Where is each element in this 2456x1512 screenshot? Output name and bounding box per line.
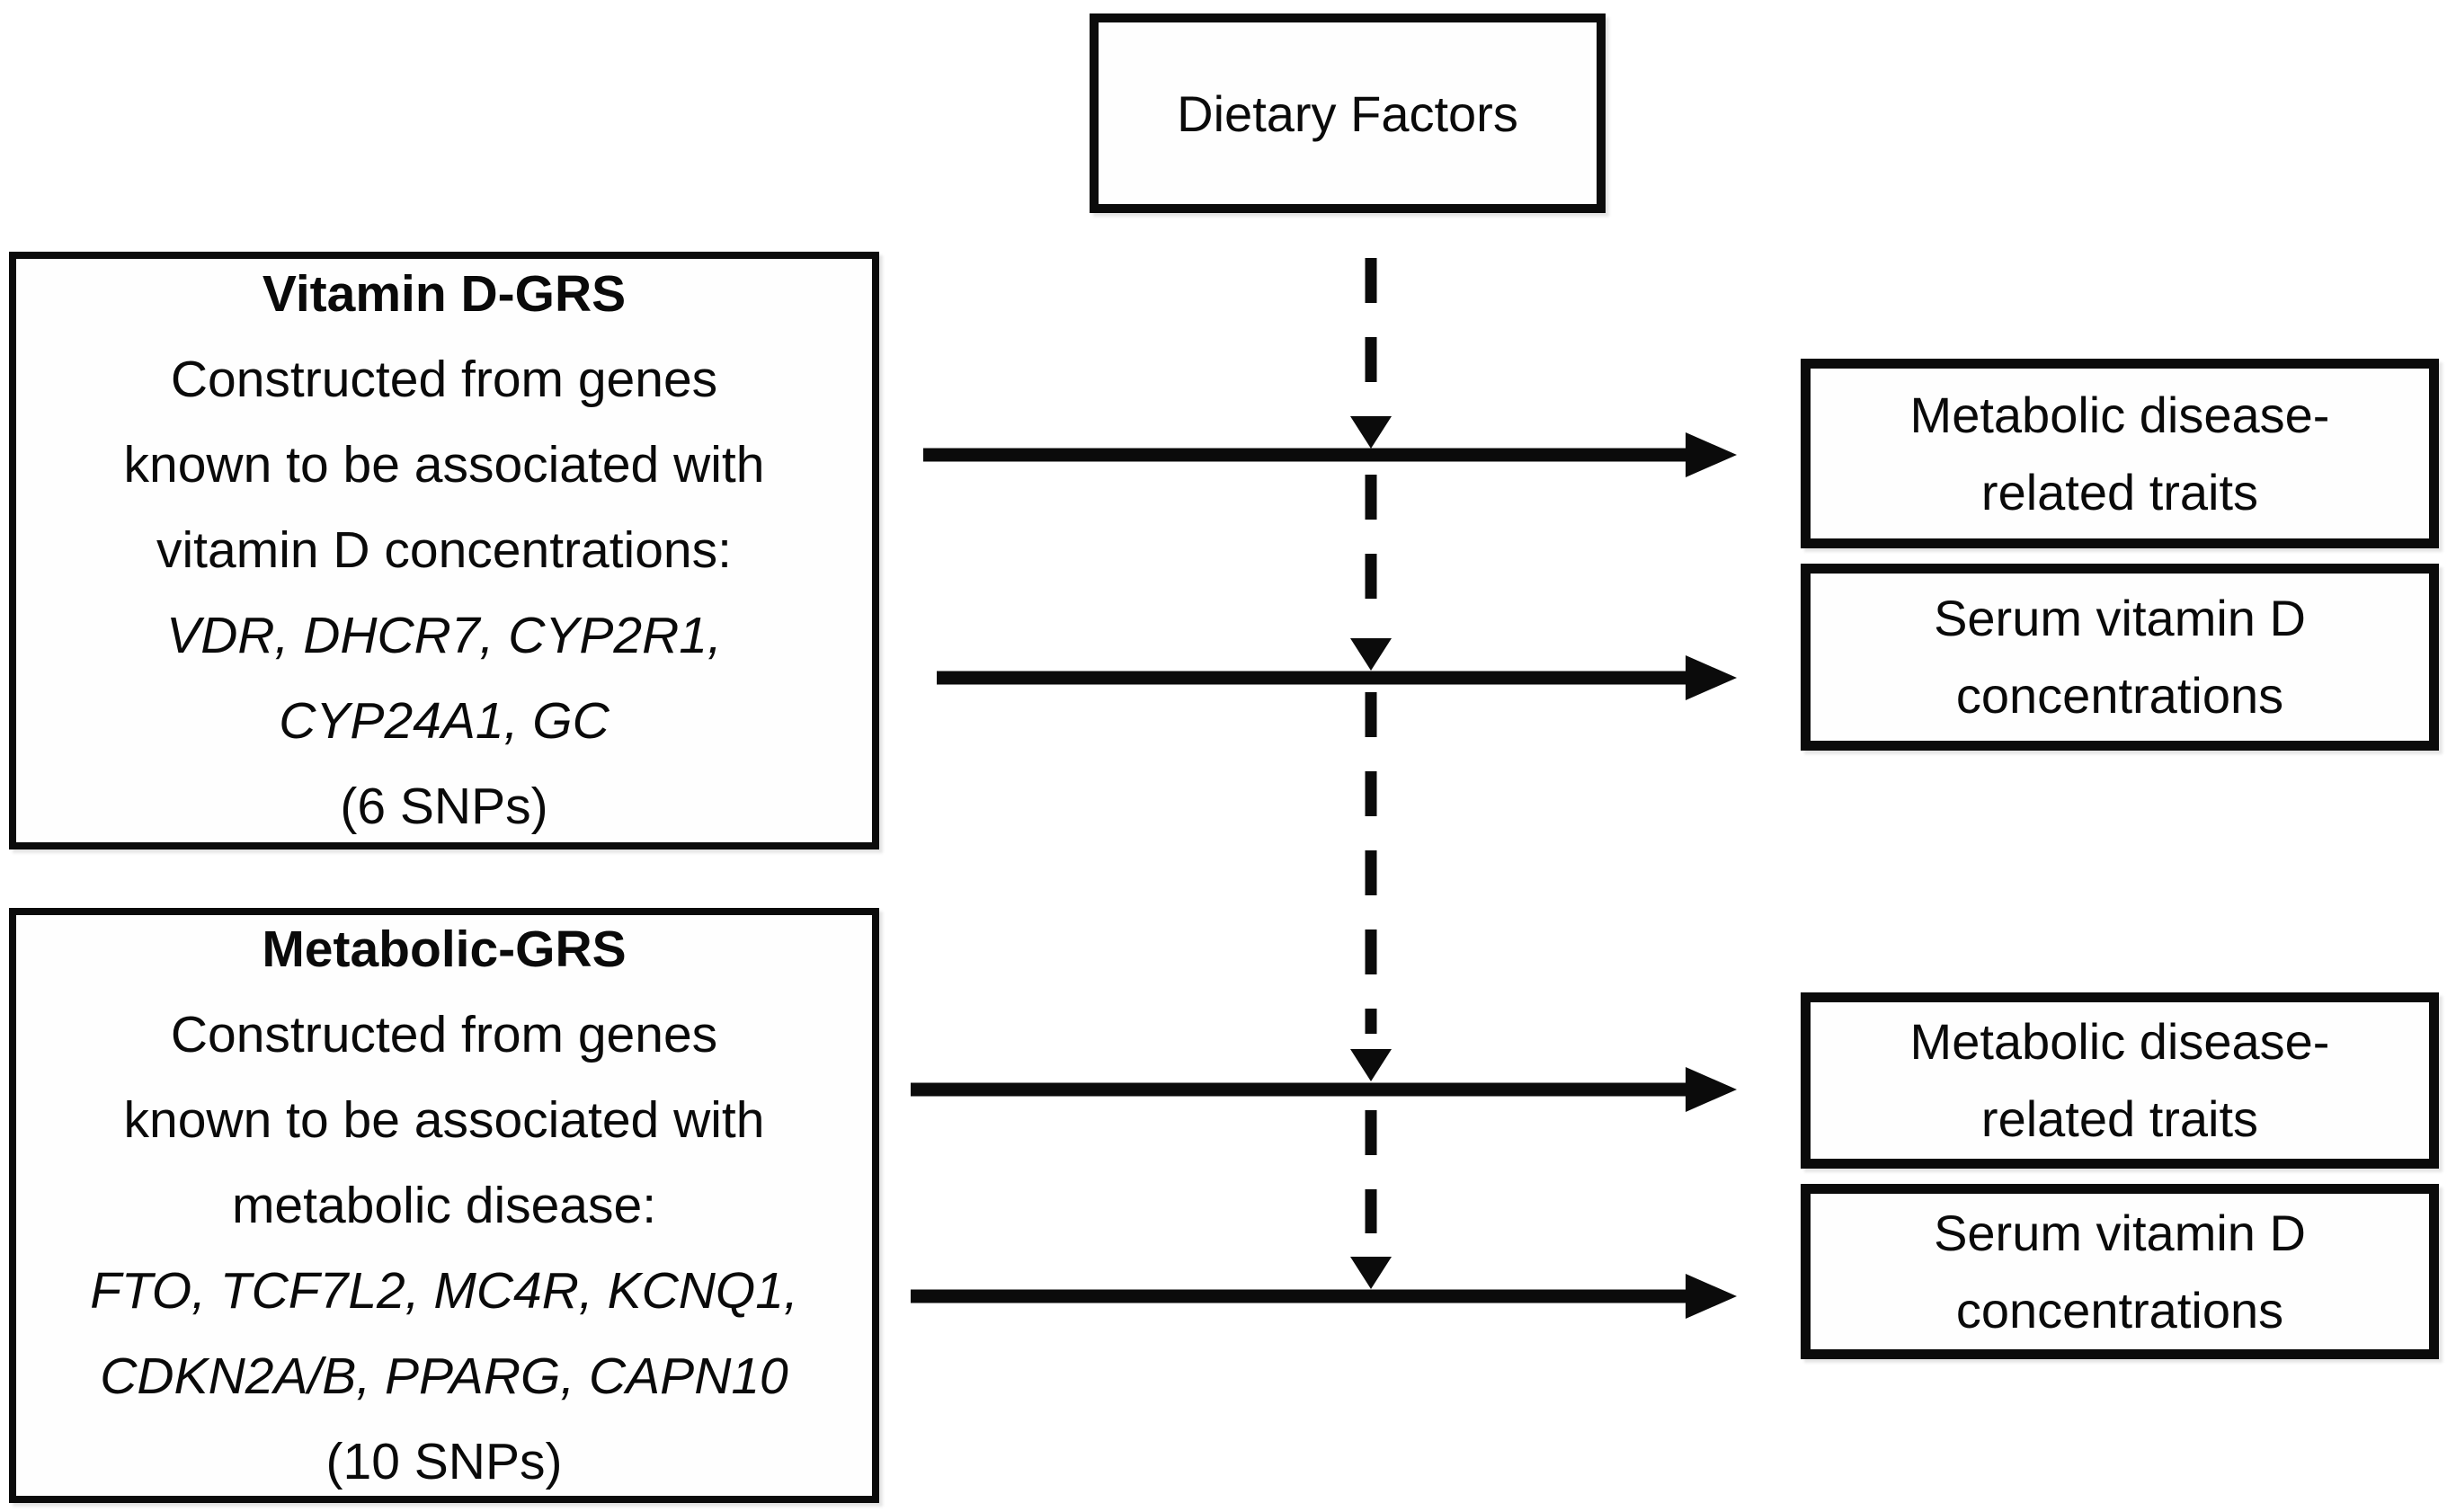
metabolic-to-serum-vitd-arrowhead-icon xyxy=(1686,1274,1737,1319)
dietary-dashed-arrowhead1-icon xyxy=(1350,416,1392,449)
vitamin-d-grs-desc-line1: Constructed from genes xyxy=(170,351,718,408)
outcome-box-metabolic-traits-1: Metabolic disease- related traits xyxy=(1801,359,2439,548)
metabolic-grs-box: Metabolic-GRS Constructed from genes kno… xyxy=(9,908,879,1503)
outcome-label-line1: Metabolic disease- xyxy=(1909,1013,2330,1070)
outcome-label-line1: Serum vitamin D xyxy=(1934,590,2306,646)
metabolic-grs-genes-line1: FTO, TCF7L2, MC4R, KCNQ1, xyxy=(90,1261,798,1320)
metabolic-grs-title: Metabolic-GRS xyxy=(262,920,627,978)
vitd-to-serum-vitd-arrowhead-icon xyxy=(1686,655,1737,700)
outcome-label-line1: Serum vitamin D xyxy=(1934,1204,2306,1261)
vitamin-d-grs-desc-line2: known to be associated with xyxy=(123,436,765,494)
outcome-box-serum-vitamin-d-1: Serum vitamin D concentrations xyxy=(1801,564,2439,751)
vitamin-d-grs-desc-line3: vitamin D concentrations: xyxy=(156,521,732,579)
outcome-label-line2: concentrations xyxy=(1955,667,2284,724)
vitamin-d-grs-title: Vitamin D-GRS xyxy=(262,265,627,323)
metabolic-grs-desc-line2: known to be associated with xyxy=(123,1090,765,1149)
vitamin-d-grs-box: Vitamin D-GRS Constructed from genes kno… xyxy=(9,252,879,849)
vitamin-d-grs-genes-line2: CYP24A1, GC xyxy=(279,692,610,750)
metabolic-grs-snp-count: (10 SNPs) xyxy=(325,1432,563,1490)
vitd-to-metabolic-traits-arrowhead-icon xyxy=(1686,432,1737,477)
outcome-label-line2: concentrations xyxy=(1955,1281,2284,1339)
metabolic-grs-desc-line3: metabolic disease: xyxy=(231,1176,657,1234)
dietary-factors-box: Dietary Factors xyxy=(1090,13,1606,213)
outcome-box-metabolic-traits-2: Metabolic disease- related traits xyxy=(1801,992,2439,1169)
outcome-box-serum-vitamin-d-2: Serum vitamin D concentrations xyxy=(1801,1184,2439,1359)
dietary-dashed-arrowhead3-icon xyxy=(1350,1049,1392,1081)
metabolic-grs-desc-line1: Constructed from genes xyxy=(170,1005,718,1063)
outcome-label-line2: related traits xyxy=(1980,463,2259,520)
dietary-factors-label: Dietary Factors xyxy=(1177,84,1518,142)
outcome-label-line2: related traits xyxy=(1980,1090,2259,1147)
vitamin-d-grs-snp-count: (6 SNPs) xyxy=(340,778,548,835)
dietary-dashed-arrowhead4-icon xyxy=(1350,1257,1392,1289)
outcome-label-line1: Metabolic disease- xyxy=(1909,386,2330,443)
dietary-dashed-arrowhead2-icon xyxy=(1350,638,1392,671)
vitamin-d-grs-genes-line1: VDR, DHCR7, CYP2R1, xyxy=(166,607,722,664)
metabolic-to-metabolic-traits-arrowhead-icon xyxy=(1686,1067,1737,1112)
metabolic-grs-genes-line2: CDKN2A/B, PPARG, CAPN10 xyxy=(100,1347,788,1405)
